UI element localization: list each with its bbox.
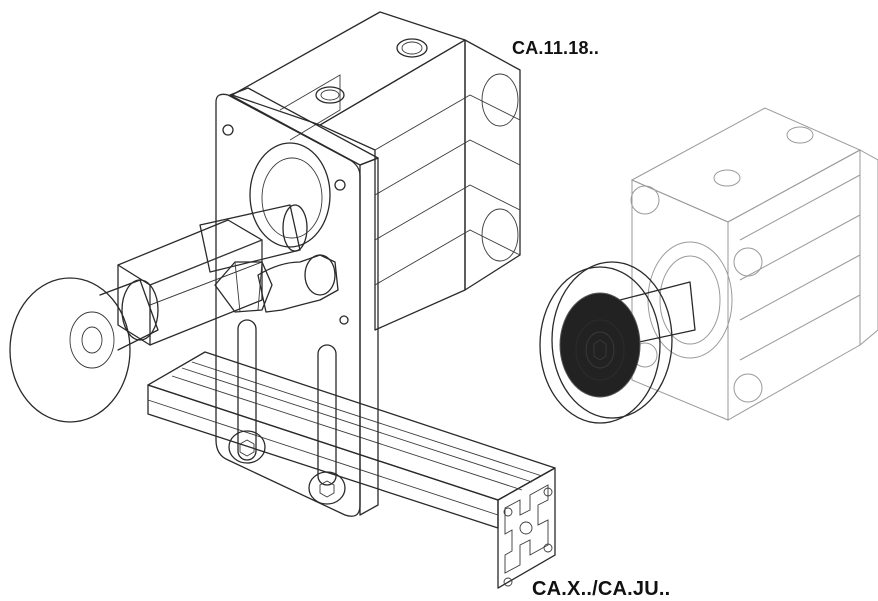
aluminium-profile: [147, 351, 556, 589]
part-code-top: CA.11.18..: [512, 38, 600, 58]
mounting-screws: [228, 430, 346, 505]
mounting-plate: [215, 87, 379, 517]
cylinder-with-pad: [619, 107, 878, 421]
elbow-fitting: [214, 254, 339, 313]
hex-adapter: [117, 219, 263, 346]
suction-cup: [9, 277, 159, 423]
pneumatic-cylinder: [231, 11, 521, 331]
piston-rod: [199, 204, 308, 273]
rubber-pad: [539, 261, 673, 424]
part-code-bottom: CA.X../CA.JU..: [532, 578, 671, 600]
